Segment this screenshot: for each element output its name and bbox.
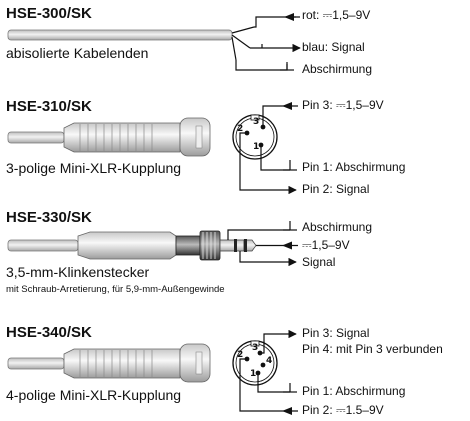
section-3-model-title: HSE-330/SK (6, 209, 92, 226)
section-1-connection-2: blau: Signal (302, 40, 365, 54)
mini-xlr-3-connector (7, 117, 211, 157)
hse300-wires (235, 16, 301, 71)
section-2-connection-1: Pin 3: ⎓1,5–9V (302, 98, 384, 112)
section-2-connection-3: Pin 2: Signal (302, 182, 370, 196)
xlr4-pin-label-2: 2 (237, 350, 244, 360)
section-1-model-title: HSE-300/SK (6, 5, 92, 22)
section-3-connection-1: Abschirmung (302, 220, 373, 234)
xlr3-pin-label-1: 1 (253, 142, 260, 152)
section-2-model-title: HSE-310/SK (6, 98, 92, 115)
section-3-caption: 3,5-mm-Klinkenstecker (6, 264, 150, 280)
section-4-connection-1: Pin 3: Signal (302, 326, 370, 340)
xlr3-pin-label-3: 3 (253, 117, 260, 127)
section-4-caption: 4-polige Mini-XLR-Kupplung (6, 387, 182, 403)
section-3-connection-3: Signal (302, 255, 336, 269)
section-4-model-title: HSE-340/SK (6, 324, 92, 341)
xlr4-pin-label-3: 3 (252, 343, 259, 353)
xlr3-pin-label-2: 2 (237, 124, 244, 134)
section-4-connection-2: Pin 4: mit Pin 3 verbunden (302, 342, 443, 356)
section-3-connection-2: ⎓1,5–9V (302, 238, 350, 252)
section-2-connection-2: Pin 1: Abschirmung (302, 160, 406, 174)
section-2-caption: 3-polige Mini-XLR-Kupplung (6, 160, 182, 176)
section-3-subcaption: mit Schraub-Arretierung, für 5,9-mm-Auße… (6, 284, 225, 295)
section-1-connection-3: Abschirmung (302, 62, 373, 76)
xlr4-pin-label-1: 1 (250, 369, 257, 379)
hse340-wires (239, 329, 298, 412)
stripped-cable (7, 26, 255, 61)
jack-plug-3-5mm (7, 230, 257, 261)
section-1-connection-1: rot: ⎓1,5–9V (302, 8, 371, 22)
mini-xlr-4-connector (7, 343, 211, 383)
section-1-caption: abisolierte Kabelenden (6, 45, 149, 61)
section-4-connection-3: Pin 1: Abschirmung (302, 384, 406, 398)
xlr4-pin-label-4: 4 (266, 356, 273, 366)
section-4-connection-4: Pin 2: ⎓1.5–9V (302, 403, 384, 417)
